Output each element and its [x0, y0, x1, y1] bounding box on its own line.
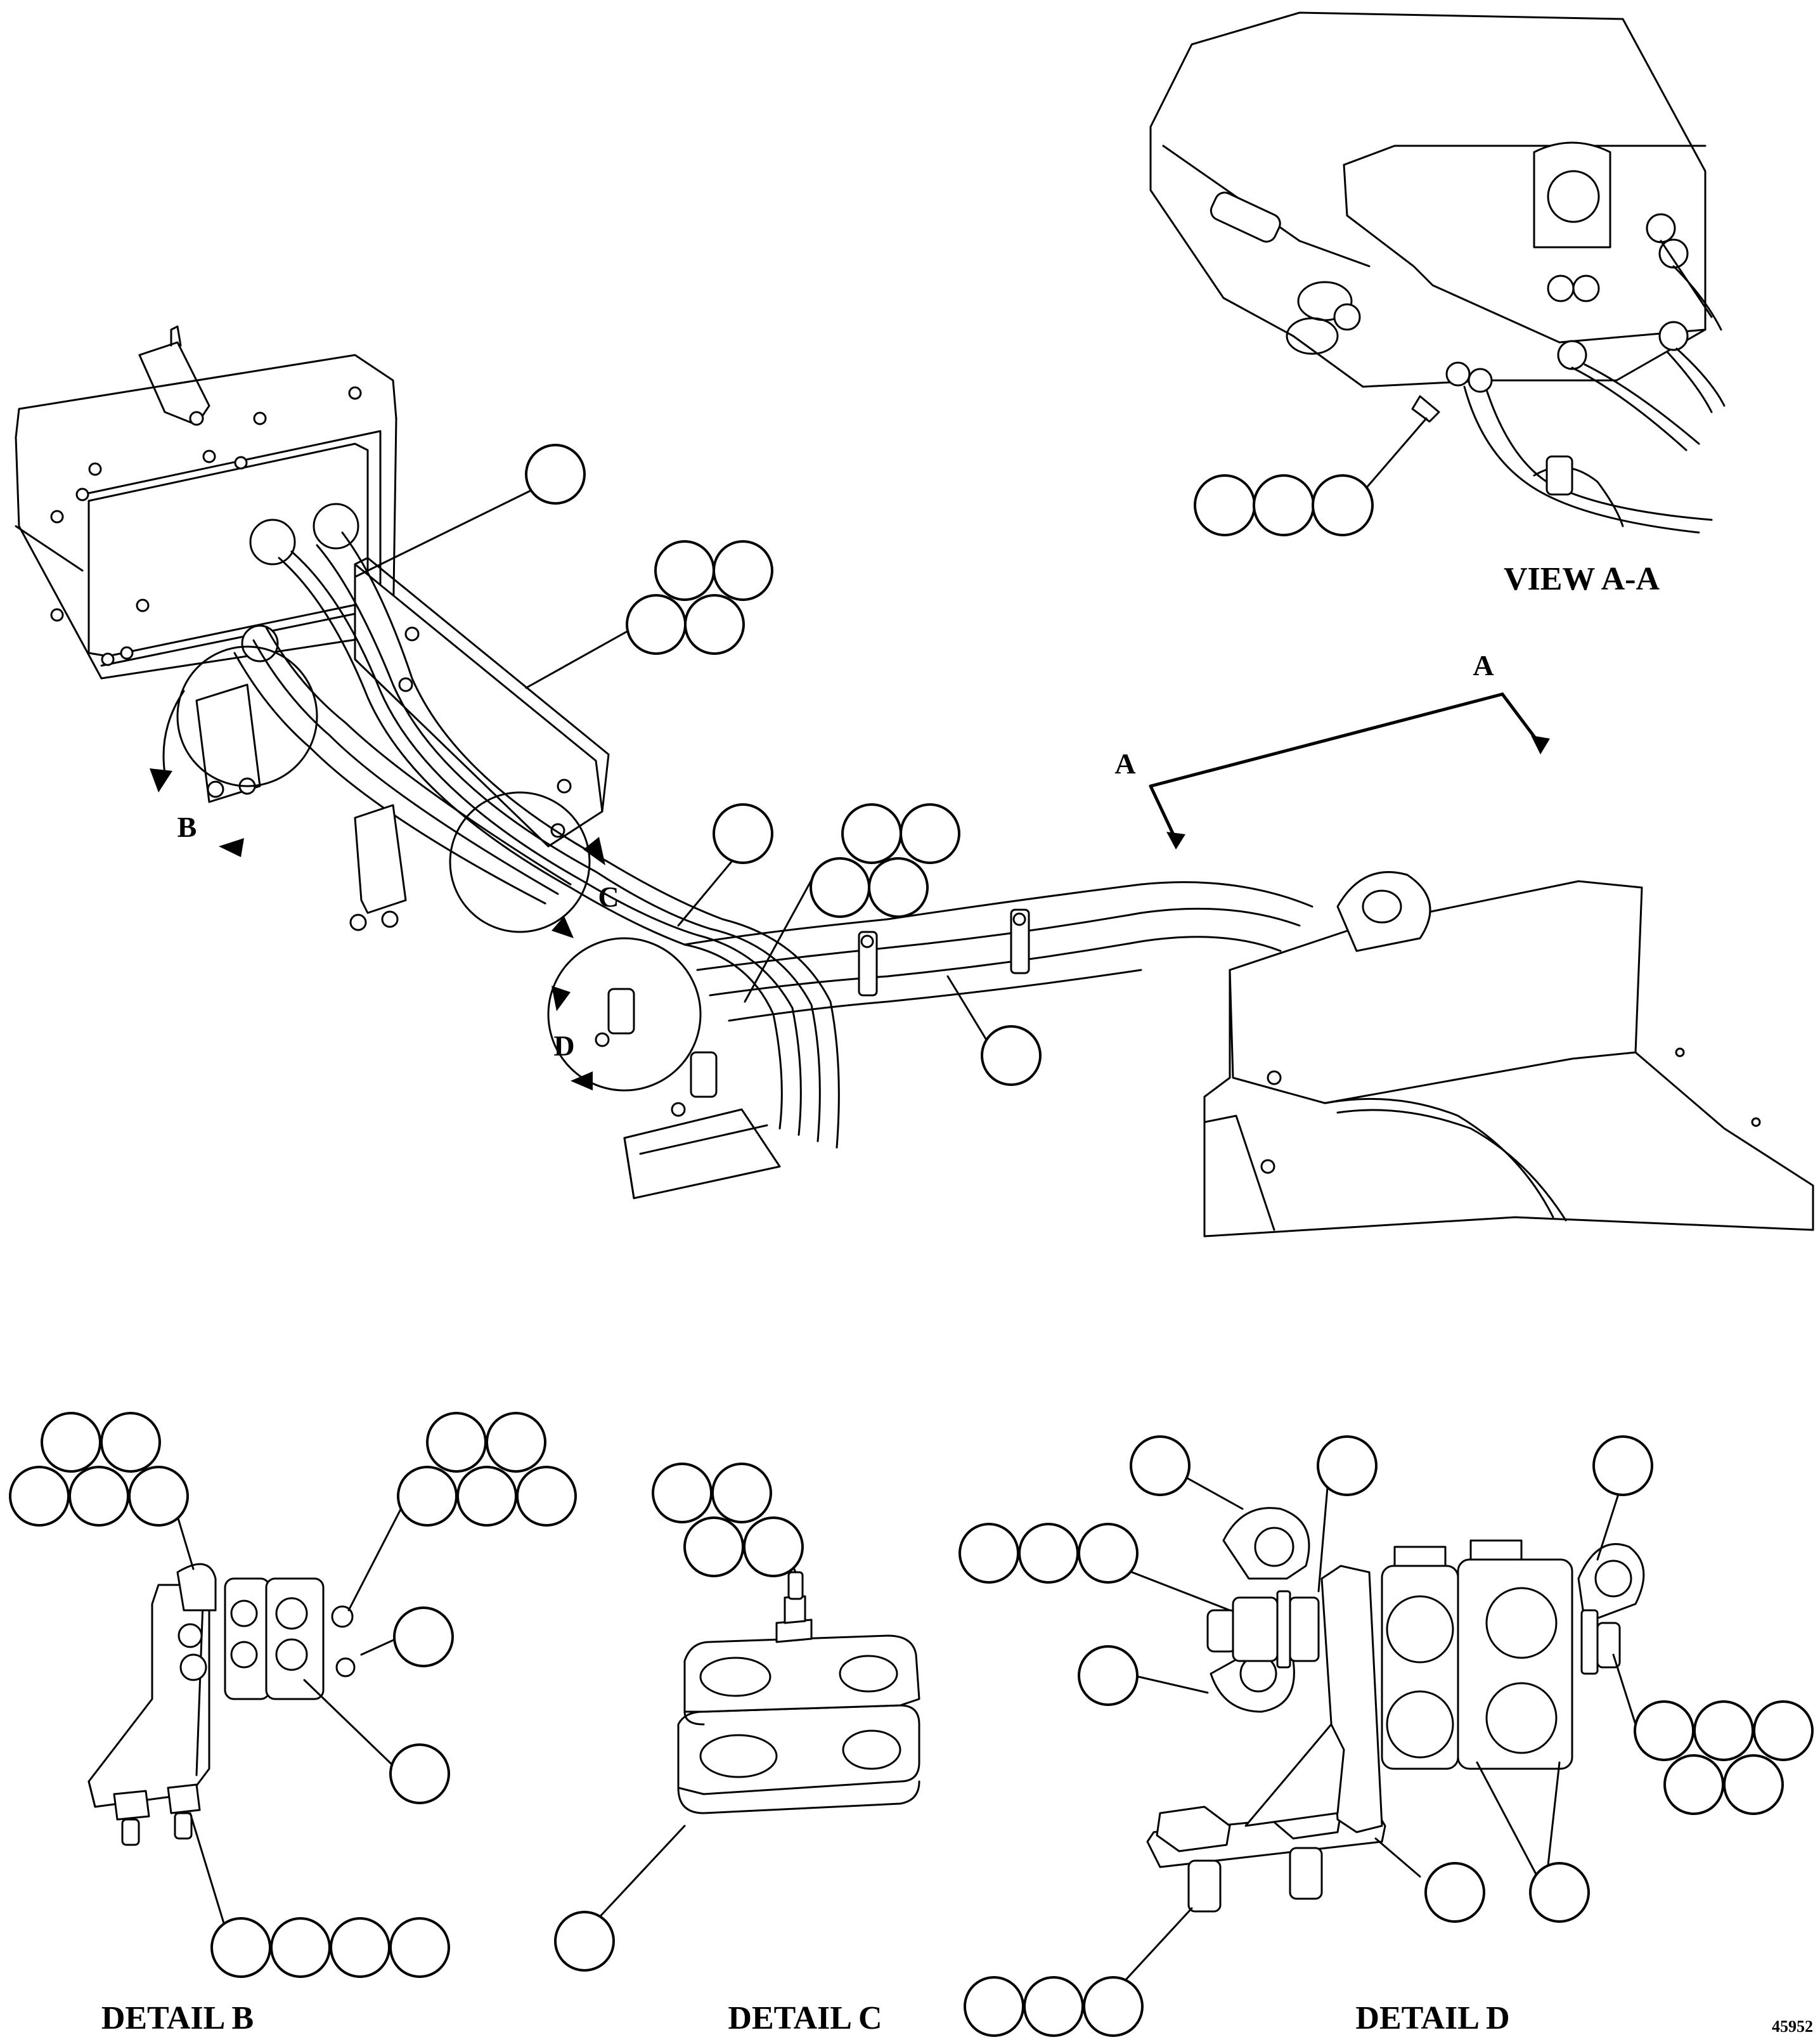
drawing-reference-number: 45952 — [1772, 2017, 1813, 2036]
detail-c-label: DETAIL C — [728, 2000, 882, 2036]
detail-d: DETAIL D — [958, 1435, 1814, 2037]
detail-c-callouts — [554, 1463, 804, 1972]
detail-b-label: DETAIL B — [101, 2000, 254, 2036]
view-aa-callouts — [1194, 474, 1374, 536]
detail-b-marker: B — [177, 811, 197, 843]
main-assembly: A A B C D — [15, 325, 1814, 1237]
detail-c: DETAIL C — [554, 1463, 920, 2036]
section-a-marker-right: A — [1473, 649, 1494, 682]
view-aa-label: VIEW A-A — [1504, 561, 1660, 597]
main-callouts — [525, 444, 1042, 1086]
section-a-marker-left: A — [1114, 747, 1135, 780]
detail-b: DETAIL B — [9, 1412, 577, 2036]
detail-d-callouts — [958, 1435, 1814, 2037]
detail-d-label: DETAIL D — [1355, 2000, 1509, 2036]
detail-b-callouts — [9, 1412, 577, 1978]
detail-c-marker: C — [598, 881, 619, 913]
detail-d-marker: D — [553, 1030, 574, 1062]
view-aa: VIEW A-A — [1149, 11, 1726, 597]
